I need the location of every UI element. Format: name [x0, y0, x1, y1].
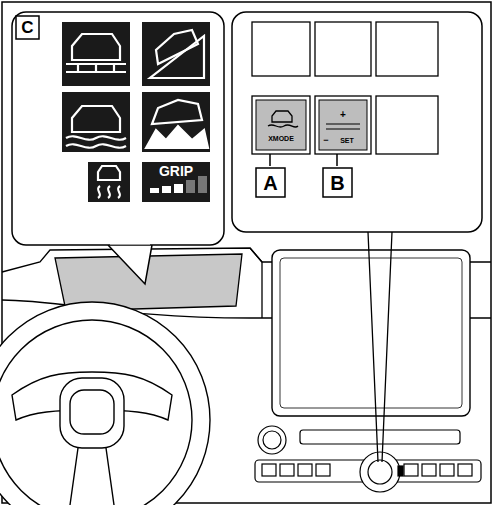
steering-wheel: [0, 302, 210, 505]
switch-text: +: [335, 109, 351, 121]
center-screen: [272, 250, 470, 416]
switch-text: SET: [332, 134, 362, 146]
switch-text: XMODE: [256, 132, 306, 144]
console: [255, 426, 481, 492]
callout-panel-switches: [232, 12, 482, 462]
switch-text: −: [320, 134, 332, 146]
callout-letter: C: [16, 16, 39, 39]
callout-letter: B: [323, 168, 352, 197]
callout-panel-c: [12, 12, 224, 284]
grip-indicator-text: GRIP: [142, 163, 210, 178]
callout-letter: A: [256, 168, 285, 197]
